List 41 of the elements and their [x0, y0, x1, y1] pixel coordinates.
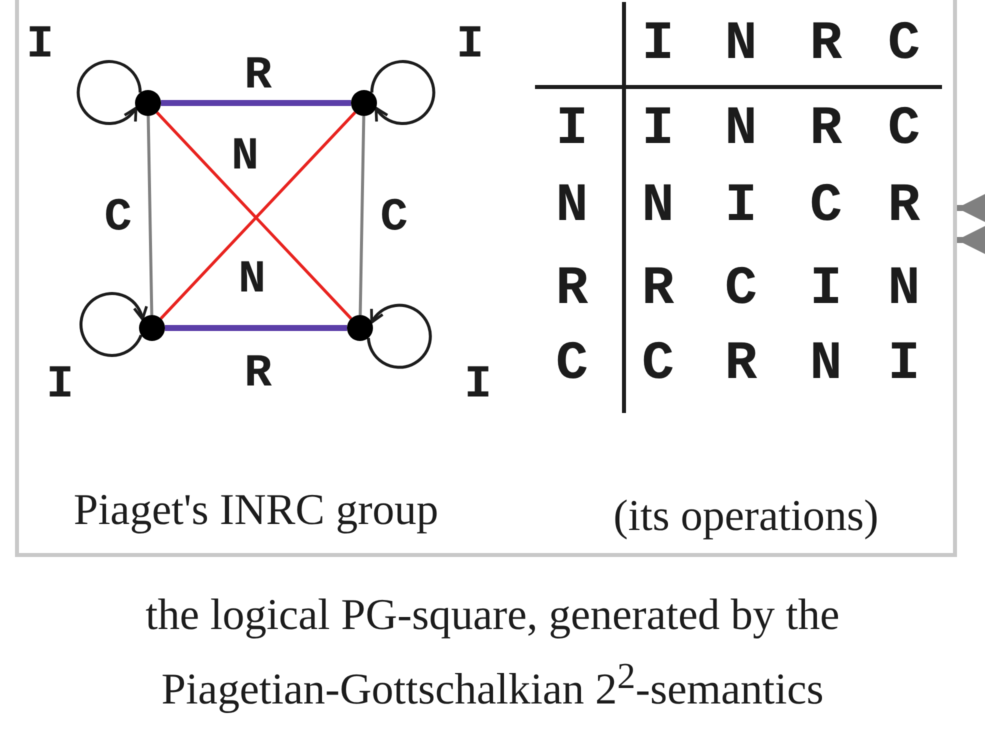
row-header: N	[556, 184, 588, 230]
column-header: R	[810, 22, 842, 68]
figure-label: Piaget's INRC group	[74, 486, 438, 534]
table-entry: I	[724, 184, 758, 230]
table-entry: C	[810, 184, 842, 230]
table-entry: N	[810, 342, 842, 388]
table-entry: C	[888, 107, 920, 153]
table-entry: R	[888, 184, 920, 230]
table-entry: R	[810, 107, 842, 153]
table-entry: I	[810, 267, 842, 313]
row-header: I	[556, 107, 588, 153]
vertex-dot	[351, 90, 377, 116]
loop-arrow	[76, 60, 142, 125]
loop-arrow	[366, 304, 432, 369]
edge-line	[146, 116, 154, 316]
row-header: R	[556, 267, 588, 313]
edge-line	[165, 325, 347, 331]
table-entry: C	[724, 267, 758, 313]
vertex-dot	[139, 315, 165, 341]
figure-label: (its operations)	[613, 492, 879, 540]
table-entry: R	[724, 342, 758, 388]
table-entry: N	[642, 184, 674, 230]
table-entry: N	[724, 107, 758, 153]
table-entry: N	[888, 267, 920, 313]
table-entry: I	[642, 107, 674, 153]
figure-caption: the logical PG-square, generated by the Piagetian-Gottschalkian 2$^{2}$-semantics	[144, 589, 840, 716]
loop-arrow	[370, 60, 436, 125]
row-header: C	[556, 342, 588, 388]
column-header: I	[642, 22, 674, 68]
edge-line	[358, 116, 366, 316]
arrow	[957, 226, 985, 254]
vertex-dot	[347, 315, 373, 341]
loop-arrow	[80, 292, 148, 357]
table-entry: R	[642, 267, 674, 313]
edge-line	[161, 100, 351, 106]
column-header: N	[724, 22, 758, 68]
vertex-dot	[135, 90, 161, 116]
table-entry: I	[888, 342, 920, 388]
table-entry: C	[642, 342, 674, 388]
arrow	[957, 194, 985, 222]
column-header: C	[888, 22, 920, 68]
